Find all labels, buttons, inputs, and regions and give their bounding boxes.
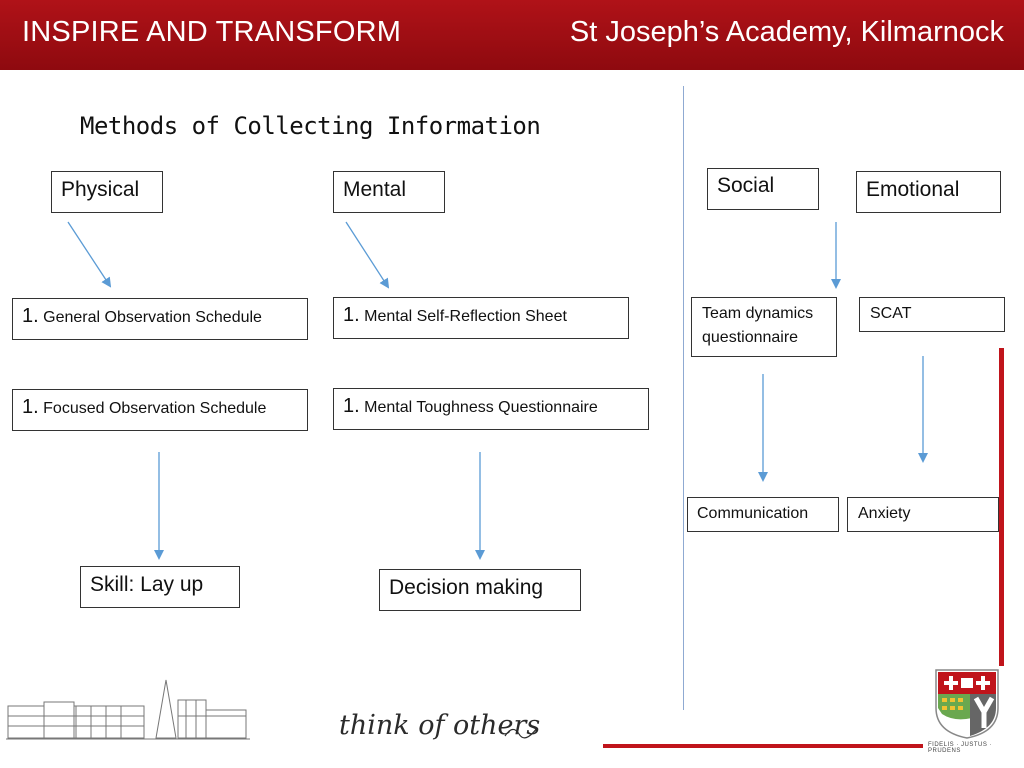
signature-text: think of others — [339, 710, 540, 741]
mental-self-reflection-label: Mental Self-Reflection Sheet — [364, 308, 567, 325]
social-heading-box: Social — [707, 168, 819, 210]
header-school-name: St Joseph’s Academy, Kilmarnock — [569, 16, 1004, 48]
scat-label: SCAT — [870, 305, 912, 322]
header-bar: INSPIRE AND TRANSFORM St Joseph’s Academ… — [0, 0, 1024, 70]
method-number: 1. — [22, 305, 39, 327]
column-divider — [683, 86, 684, 710]
mental-self-reflection-box: 1. Mental Self-Reflection Sheet — [333, 297, 629, 339]
method-number: 1. — [343, 304, 360, 326]
method-number: 1. — [22, 396, 39, 418]
general-observation-label: General Observation Schedule — [43, 309, 262, 326]
arrow-physical-to-general — [67, 221, 112, 288]
social-heading: Social — [717, 174, 775, 197]
emotional-heading-box: Emotional — [856, 171, 1001, 213]
team-dynamics-box: Team dynamics questionnaire — [691, 297, 837, 357]
scat-box: SCAT — [859, 297, 1005, 332]
decision-making-label: Decision making — [389, 576, 544, 599]
focused-observation-label: Focused Observation Schedule — [43, 400, 267, 417]
focused-observation-box: 1. Focused Observation Schedule — [12, 389, 308, 431]
decision-making-box: Decision making — [379, 569, 581, 611]
arrow-mental-to-selfreflection — [345, 221, 390, 289]
communication-label: Communication — [697, 505, 809, 522]
red-accent-horizontal — [603, 744, 923, 748]
method-number: 1. — [343, 395, 360, 417]
emotional-heading: Emotional — [866, 178, 960, 201]
skill-layup-box: Skill: Lay up — [80, 566, 240, 608]
page-title: Methods of Collecting Information — [80, 112, 541, 140]
header-slogan: INSPIRE AND TRANSFORM — [22, 16, 402, 48]
general-observation-box: 1. General Observation Schedule — [12, 298, 308, 340]
anxiety-box: Anxiety — [847, 497, 999, 532]
think-of-others-signature: think of others — [339, 710, 540, 741]
mental-toughness-box: 1. Mental Toughness Questionnaire — [333, 388, 649, 430]
red-accent-vertical — [999, 348, 1004, 666]
team-dynamics-label: Team dynamics questionnaire — [702, 305, 814, 346]
anxiety-label: Anxiety — [858, 505, 911, 522]
physical-heading-box: Physical — [51, 171, 163, 213]
mental-toughness-label: Mental Toughness Questionnaire — [364, 399, 598, 416]
mental-heading: Mental — [343, 178, 407, 201]
school-crest-icon — [935, 669, 999, 739]
physical-heading: Physical — [61, 178, 140, 201]
skill-layup-label: Skill: Lay up — [90, 573, 204, 596]
communication-box: Communication — [687, 497, 839, 532]
school-building-sketch — [6, 679, 250, 740]
mental-heading-box: Mental — [333, 171, 445, 213]
school-motto: FIDELIS · JUSTUS · PRUDENS — [928, 742, 993, 754]
